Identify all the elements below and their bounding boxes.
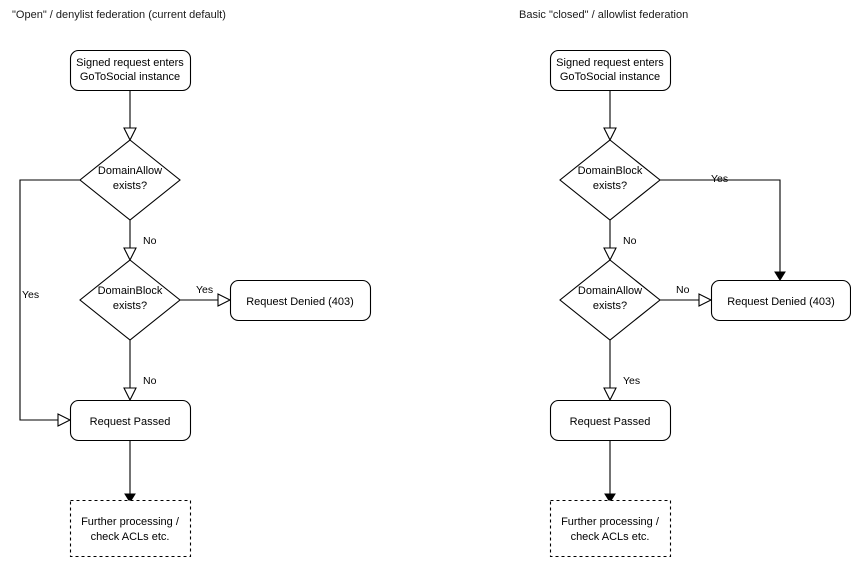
left-further-processing-label-line2: check ACLs etc. bbox=[91, 531, 170, 543]
left-edge-label-block-yes: Yes bbox=[196, 284, 213, 296]
right-domainblock-label-line2: exists? bbox=[593, 180, 627, 192]
right-further-processing-label-line2: check ACLs etc. bbox=[571, 531, 650, 543]
left-further-processing-node[interactable]: Further processing / check ACLs etc. bbox=[69, 499, 192, 558]
right-domainallow-label-line2: exists? bbox=[593, 300, 627, 312]
left-edge-block-no: No bbox=[123, 340, 157, 402]
right-further-processing-node[interactable]: Further processing / check ACLs etc. bbox=[549, 499, 672, 558]
right-edge-label-allow-yes: Yes bbox=[623, 375, 640, 387]
right-request-denied-label: Request Denied (403) bbox=[727, 296, 835, 308]
left-edge-block-yes: Yes bbox=[180, 284, 232, 307]
left-edge-label-allow-no: No bbox=[143, 235, 157, 247]
left-domainallow-label-line1: DomainAllow bbox=[98, 165, 162, 177]
right-domainallow-label-line1: DomainAllow bbox=[578, 285, 642, 297]
left-diagram-title: "Open" / denylist federation (current de… bbox=[12, 9, 226, 21]
left-entry-label-line2: GoToSocial instance bbox=[80, 71, 180, 83]
right-domainblock-label-line1: DomainBlock bbox=[578, 165, 643, 177]
left-domainblock-label-line1: DomainBlock bbox=[98, 285, 163, 297]
left-edge-allow-yes: Yes bbox=[19, 179, 80, 427]
right-diagram-title: Basic "closed" / allowlist federation bbox=[519, 9, 688, 21]
right-edge-label-block-no: No bbox=[623, 235, 637, 247]
right-entry-label-line1: Signed request enters bbox=[556, 57, 664, 69]
right-edge-block-no: No bbox=[603, 220, 637, 262]
left-diagram: "Open" / denylist federation (current de… bbox=[12, 9, 372, 558]
right-entry-label-line2: GoToSocial instance bbox=[560, 71, 660, 83]
right-edge-allow-no: No bbox=[660, 284, 713, 307]
right-request-passed-label: Request Passed bbox=[570, 416, 651, 428]
left-further-processing-box[interactable] bbox=[69, 499, 192, 558]
left-request-passed-node[interactable]: Request Passed bbox=[69, 399, 192, 442]
left-decision-domainallow[interactable]: DomainAllow exists? bbox=[79, 139, 181, 221]
right-edge-block-yes: Yes bbox=[660, 173, 786, 281]
left-request-denied-node[interactable]: Request Denied (403) bbox=[229, 279, 372, 322]
left-entry-label-line1: Signed request enters bbox=[76, 57, 184, 69]
right-edge-allow-yes: Yes bbox=[603, 340, 640, 402]
right-request-denied-node[interactable]: Request Denied (403) bbox=[710, 279, 851, 322]
left-request-denied-label: Request Denied (403) bbox=[246, 296, 354, 308]
left-domainallow-label-line2: exists? bbox=[113, 180, 147, 192]
left-decision-domainblock[interactable]: DomainBlock exists? bbox=[79, 259, 181, 341]
left-edge-entry-to-allow bbox=[123, 90, 137, 142]
left-request-passed-label: Request Passed bbox=[90, 416, 171, 428]
right-edge-label-block-yes: Yes bbox=[711, 173, 728, 185]
right-request-passed-node[interactable]: Request Passed bbox=[549, 399, 672, 442]
right-decision-domainallow[interactable]: DomainAllow exists? bbox=[559, 259, 661, 341]
left-edge-allow-no: No bbox=[123, 220, 157, 262]
left-entry-node[interactable]: Signed request enters GoToSocial instanc… bbox=[69, 49, 192, 92]
left-edge-label-block-no: No bbox=[143, 375, 157, 387]
left-domainblock-label-line2: exists? bbox=[113, 300, 147, 312]
right-entry-node[interactable]: Signed request enters GoToSocial instanc… bbox=[549, 49, 672, 92]
right-edge-label-allow-no: No bbox=[676, 284, 690, 296]
left-further-processing-label-line1: Further processing / bbox=[81, 516, 180, 528]
right-edge-entry-to-block bbox=[603, 90, 617, 142]
left-edge-label-allow-yes: Yes bbox=[22, 289, 39, 301]
right-edge-passed-to-further bbox=[604, 440, 616, 503]
right-further-processing-label-line1: Further processing / bbox=[561, 516, 660, 528]
right-diagram: Basic "closed" / allowlist federation Si… bbox=[519, 9, 851, 558]
right-decision-domainblock[interactable]: DomainBlock exists? bbox=[559, 139, 661, 221]
left-request-denied-box[interactable] bbox=[229, 279, 372, 322]
left-edge-passed-to-further bbox=[124, 440, 136, 503]
right-further-processing-box[interactable] bbox=[549, 499, 672, 558]
